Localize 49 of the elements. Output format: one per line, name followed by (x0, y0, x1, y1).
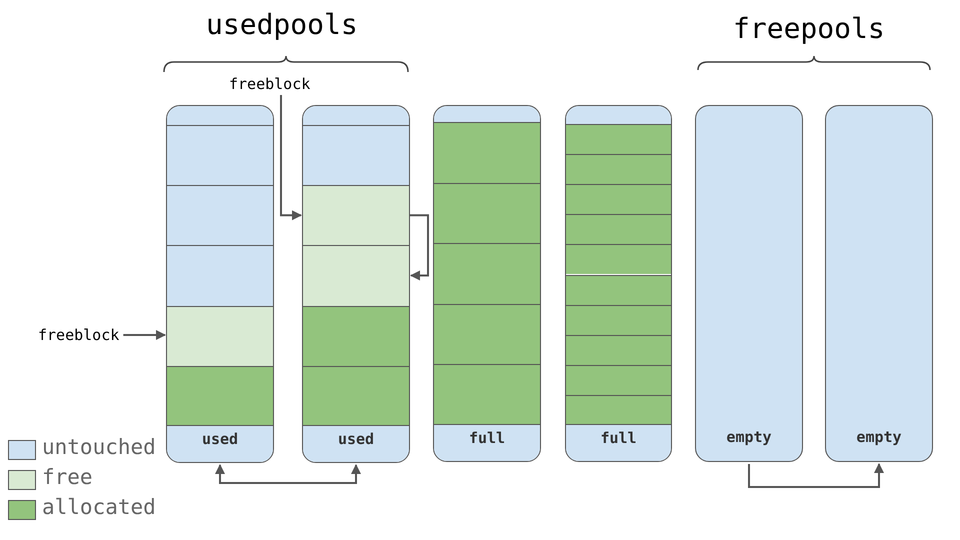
memory-block (566, 364, 671, 395)
pool-column (565, 105, 672, 462)
memory-block (566, 124, 671, 154)
memory-block (566, 214, 671, 244)
memory-block (167, 185, 273, 246)
memory-block (566, 184, 671, 214)
heading-label: usedpools (206, 8, 358, 41)
legend-label: untouched (42, 435, 156, 459)
memory-block (566, 304, 671, 335)
legend-label: allocated (42, 495, 156, 519)
memory-block (434, 304, 540, 364)
memory-block (167, 125, 273, 186)
memory-block (566, 394, 671, 425)
memory-block (434, 182, 540, 244)
memory-block (434, 364, 540, 425)
pointer-label: freeblock (38, 326, 120, 344)
arrow (409, 214, 429, 280)
memory-block (303, 185, 409, 246)
arrow (123, 330, 166, 340)
memory-block (434, 122, 540, 183)
memory-block (303, 245, 409, 306)
pool-column (166, 105, 274, 463)
pointer-label: freeblock (229, 75, 310, 93)
heading-label: freepools (733, 12, 885, 45)
pool-status-label: full (468, 429, 506, 447)
memory-block (566, 274, 671, 305)
memory-block (566, 154, 671, 184)
memory-block (167, 245, 273, 306)
memory-block (303, 125, 409, 186)
arrow (280, 95, 302, 220)
arrow (215, 464, 361, 484)
pool-column (433, 105, 541, 462)
memory-block (167, 306, 273, 366)
arrow (748, 463, 884, 488)
pool-status-label: full (599, 429, 638, 447)
memory-block (566, 244, 671, 274)
memory-block (303, 306, 409, 366)
memory-block (434, 243, 540, 304)
memory-block (566, 334, 671, 365)
memory-block (303, 366, 409, 426)
pool-status-label: empty (855, 428, 903, 446)
legend-label: free (42, 465, 93, 489)
pool-column (825, 105, 933, 462)
memory-block (167, 366, 273, 426)
pool-status-label: empty (725, 428, 773, 446)
pool-status-label: used (200, 430, 240, 448)
pool-status-label: used (336, 430, 376, 448)
pool-column (695, 105, 803, 462)
pool-column (302, 105, 410, 463)
